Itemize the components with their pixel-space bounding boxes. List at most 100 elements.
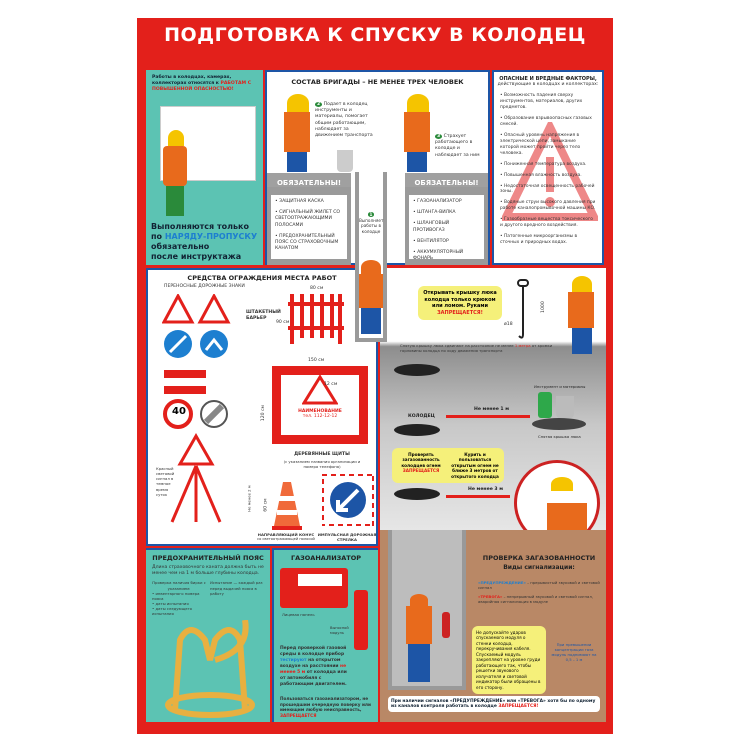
brigade-panel: СОСТАВ БРИГАДЫ – НЕ МЕНЕЕ ТРЕХ ЧЕЛОВЕК 2…: [265, 70, 490, 265]
lamp-label: Красный световой сигнал в темное время с…: [156, 466, 175, 497]
well-shaft: [355, 172, 387, 342]
worker-hook-legs: [572, 328, 592, 354]
shield-label: ДЕРЕВЯННЫЕ ЩИТЫ: [294, 452, 350, 457]
removed-cover: [532, 418, 586, 430]
shield-height: 120 см: [261, 404, 267, 422]
speed-limit-sign-icon: [163, 399, 193, 429]
gas-text1-blue: тестируют: [280, 657, 307, 663]
belt-panel: ПРЕДОХРАНИТЕЛЬНЫЙ ПОЯС Длина страховочно…: [146, 548, 270, 722]
signs-label: ПЕРЕНОСНЫЕ ДОРОЖНЫЕ ЗНАКИ: [164, 284, 245, 289]
hazard-item: • Газообразные вещества токсического и д…: [500, 217, 593, 229]
manhole-cover: [394, 364, 440, 376]
hazard-item: • Недостаточная освещенность рабочей зон…: [500, 183, 595, 195]
gas-text1-post: от колодца или от автомобиля с работающи…: [280, 669, 347, 687]
worker-3-legs: [407, 152, 427, 172]
barrier-width: 80 см: [310, 286, 324, 291]
well-label: КОЛОДЕЦ: [408, 414, 435, 419]
impulse-arrow-sign-icon: [322, 474, 374, 526]
fire-check-text: Проверять загазованность колодцев огнем: [401, 452, 441, 468]
required-box-right: ОБЯЗАТЕЛЬНЫ! • ГАЗОАНАЛИЗАТОР • ШТАНГА-В…: [405, 173, 488, 265]
gas-panel: ГАЗОАНАЛИЗАТОР Лицевая панель Выносной м…: [272, 548, 378, 722]
cone-sub: со светоотражающей полосой: [257, 537, 315, 541]
gas-text1: Перед проверкой газовой среды в колодце …: [280, 646, 347, 657]
gas-warning-box: При наличии сигналов «ПРЕДУПРЕЖДЕНИЕ» ил…: [388, 696, 600, 712]
safety-belt-icon: [165, 620, 255, 718]
step-2-number: 2: [315, 102, 323, 107]
poster-title: ПОДГОТОВКА К СПУСКУ В КОЛОДЕЦ: [164, 24, 586, 46]
worker-2: [284, 112, 310, 152]
signal-alarm: «ТРЕВОГА»: [478, 594, 503, 599]
cover-note: Снятую крышку люка сдвигают на расстояни…: [400, 343, 515, 348]
worker-1-helmet: [361, 260, 381, 274]
module-label: Выносной модуль: [330, 626, 349, 635]
check-subtitle: Виды сигнализации:: [503, 564, 575, 571]
required-item: • ЗАЩИТНАЯ КАСКА: [275, 199, 324, 204]
required-box-left: ОБЯЗАТЕЛЬНЫ! • ЗАЩИТНАЯ КАСКА • СИГНАЛЬН…: [267, 173, 351, 265]
worker-legs: [166, 186, 184, 216]
barrier-height: 90 см: [276, 320, 290, 325]
signal-alarm-text: – непрерывный звуковой и световой сигнал…: [478, 594, 593, 605]
worker-hook-helmet: [572, 276, 592, 292]
permit-line4: после инструктажа: [151, 252, 242, 261]
belt-title: ПРЕДОХРАНИТЕЛЬНЫЙ ПОЯС: [152, 554, 264, 562]
distance-1m: Не менее 1 м: [474, 407, 509, 412]
arrow-label: ИМПУЛЬСНАЯ ДОРОЖНАЯ СТРЕЛКА: [317, 532, 377, 543]
manhole-panel: Открывать крышку люка колодца только крю…: [380, 268, 606, 546]
cover-note-post: от кромки горловины колодца по ходу движ…: [400, 343, 553, 354]
hazards-panel: ОПАСНЫЕ И ВРЕДНЫЕ ФАКТОРЫ, действующие в…: [492, 70, 604, 265]
required-item: • ВЕНТИЛЯТОР: [413, 238, 449, 244]
road-signs: [162, 294, 231, 523]
distance-arrow-3m: [446, 495, 510, 498]
worker-figure: [163, 146, 187, 186]
gas-title: ГАЗОАНАЛИЗАТОР: [290, 554, 362, 562]
gas-check-panel: ПРОВЕРКА ЗАГАЗОВАННОСТИ Виды сигнализаци…: [380, 530, 606, 722]
worker-with-hook: [568, 292, 594, 328]
fencing-title: СРЕДСТВА ОГРАЖДЕНИЯ МЕСТА РАБОТ: [187, 274, 337, 282]
shield-stripe: 12 см: [324, 382, 338, 387]
signal-warning-text: – прерывистый звуковой и световой сигнал: [478, 580, 600, 591]
worker-1: [359, 274, 383, 308]
distance-3m: Не менее 3 м: [468, 487, 503, 492]
required-item: • ШЛАНГОВЫЙ ПРОТИВОГАЗ: [413, 221, 450, 233]
permit-line2: по: [151, 232, 165, 241]
traffic-cone-icon: [272, 482, 302, 530]
detour-sign-icon: [164, 330, 228, 358]
analyzer-front-panel: [280, 568, 348, 608]
roadwork-sign-icon: [301, 374, 339, 405]
worker-1-legs: [361, 308, 381, 334]
permit-intro-red: РАБОТАМ С ПОВЫШЕННОЙ ОПАСНОСТЬЮ!: [152, 81, 252, 93]
smoking-text: Курить и пользоваться открытым огнем не …: [451, 452, 499, 479]
speed-limit-value: 40: [172, 406, 186, 417]
chevron-sign-icon: [164, 370, 206, 378]
permit-intro: Работы в колодцах, камерах, коллекторах …: [152, 75, 232, 87]
required-item: • ГАЗОАНАЛИЗАТОР: [413, 199, 462, 204]
required-left-title: ОБЯЗАТЕЛЬНЫ!: [267, 173, 351, 187]
worker-3: [404, 112, 430, 152]
shield-sub: (с указанием названия организации и номе…: [283, 459, 361, 470]
gas-text1-mid: на открытом воздухе на расстоянии: [280, 657, 341, 669]
permit-line3: обязательно: [151, 242, 210, 251]
manhole-cover: [394, 424, 440, 436]
hook-diameter: ø18: [504, 322, 513, 327]
check-title: ПРОВЕРКА ЗАГАЗОВАННОСТИ: [482, 554, 596, 562]
roadwork-sign-icon: [177, 432, 215, 466]
hazard-item: • Образование взрывоопасных газовых смес…: [500, 116, 592, 127]
cone-height: 60 см: [263, 498, 269, 512]
required-item: • СИГНАЛЬНЫЙ ЖИЛЕТ СО СВЕТООТРАЖАЮЩИМИ П…: [275, 210, 341, 228]
required-item: • ПРЕДОХРАНИТЕЛЬНЫЙ ПОЯС СО СТРАХОВОЧНЫМ…: [275, 233, 339, 252]
hook-length: 1000: [540, 301, 546, 313]
gas-text2: Пользоваться газоанализатором, не прошед…: [280, 696, 371, 713]
step-1-text: Выполняет работы в колодце: [359, 217, 384, 235]
belt-item: • даты испытания: [152, 600, 189, 606]
module-bubble: Не допускайте ударов спускаемого модуля …: [472, 626, 546, 694]
picket-barrier-icon: [288, 294, 344, 344]
hazard-item: • Водяные струи высокого давления при ра…: [500, 200, 596, 212]
hazard-item: • Патогенные микроорганизмы в сточных и …: [500, 234, 578, 246]
warning-triangle-icon: [502, 122, 598, 221]
signal-warning: «ПРЕДУПРЕЖДЕНИЕ»: [478, 580, 526, 585]
belt-text: Длина страховочного каната должна быть н…: [152, 565, 264, 577]
gas-warning-red: ЗАПРЕЩАЕТСЯ!: [498, 704, 539, 709]
required-item: • ШТАНГА-ВИЛКА: [413, 210, 456, 216]
tripod-height: Не менее 2 м: [246, 485, 252, 512]
brigade-title: СОСТАВ БРИГАДЫ – НЕ МЕНЕЕ ТРЕХ ЧЕЛОВЕК: [291, 78, 464, 86]
